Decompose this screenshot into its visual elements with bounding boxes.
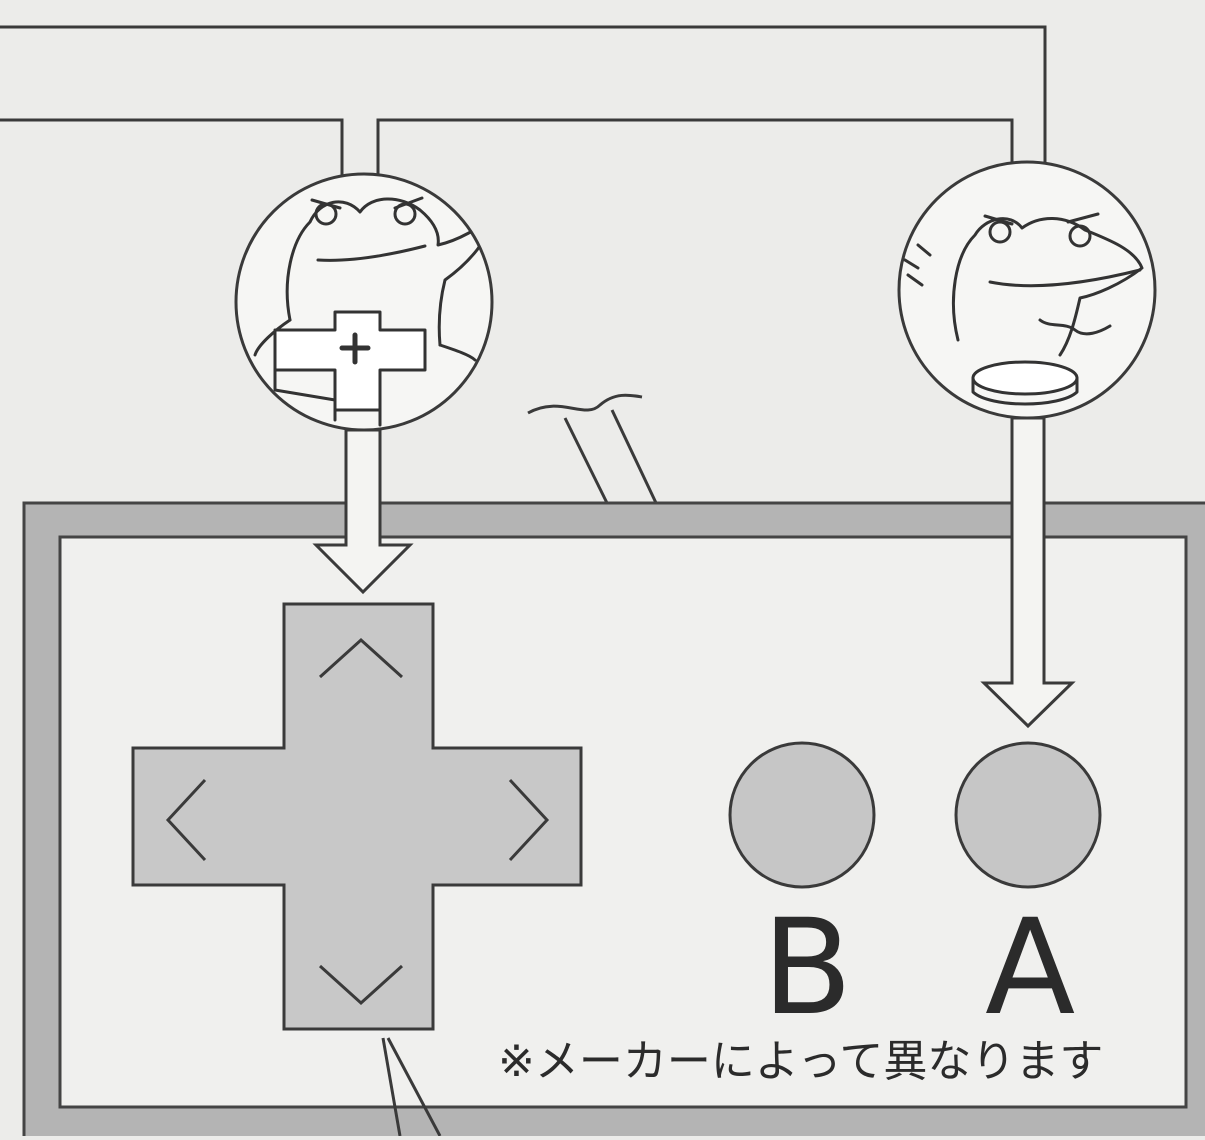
manufacturer-note: ※メーカーによって異なります [498, 1036, 1104, 1087]
frog-pressing-dpad-icon [234, 172, 494, 432]
b-button-label: B [762, 891, 853, 1045]
cable-drawing [527, 393, 659, 506]
dpad [131, 602, 583, 1031]
a-button [954, 741, 1102, 889]
dpad-right-arrow-icon [508, 778, 550, 862]
dpad-up-arrow-icon [318, 637, 404, 679]
connector-line-left [0, 118, 344, 178]
dpad-down-arrow-icon [318, 964, 404, 1006]
frog-pressing-button-icon [897, 160, 1157, 420]
connector-line-right [376, 118, 1014, 178]
connector-lines [0, 25, 1047, 178]
connector-line-outer [0, 25, 1047, 165]
dpad-left-arrow-icon [165, 778, 207, 862]
a-button-label: A [985, 891, 1076, 1045]
callout-line [381, 1037, 442, 1137]
b-button [728, 741, 876, 889]
arrow-to-dpad-icon [312, 428, 414, 595]
arrow-to-a-button-icon [980, 416, 1076, 729]
